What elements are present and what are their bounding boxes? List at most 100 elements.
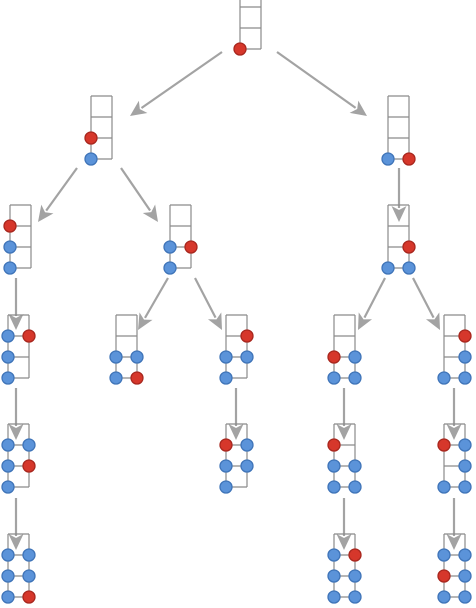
arrow-shaft [120,167,151,212]
tree-arrow [8,278,24,330]
arrow-head [207,312,222,330]
lattice-state [327,314,362,385]
arrow-head [336,424,352,440]
current-vertex [348,548,362,562]
visited-vertex [437,480,451,494]
arrow-head [38,204,54,222]
visited-vertex [130,350,144,364]
lattice-state [381,95,416,166]
tree-arrow [120,167,158,222]
visited-vertex [219,350,233,364]
tree-arrow [138,277,169,330]
arrow-head [358,312,373,330]
lattice-state [219,314,254,385]
arrow-shaft [144,277,169,319]
visited-vertex [1,438,15,452]
tree-arrow [336,498,352,550]
visited-vertex [348,480,362,494]
current-vertex [402,240,416,254]
arrow-shaft [412,277,435,319]
lattice-state [327,533,362,604]
arrow-shaft [194,277,217,319]
visited-vertex [1,590,15,604]
visited-vertex [458,459,472,473]
lattice-state [109,314,144,385]
visited-vertex [84,152,98,166]
current-vertex [84,131,98,145]
current-vertex [327,438,341,452]
lattice-state [437,314,472,385]
visited-vertex [437,371,451,385]
visited-vertex [1,480,15,494]
tree-arrow [130,51,223,116]
visited-vertex [437,590,451,604]
lattice-state [1,314,36,385]
lattice-state [219,423,254,494]
tree-arrow [228,388,244,440]
visited-vertex [327,569,341,583]
tree-arrow [8,388,24,440]
visited-vertex [402,261,416,275]
visited-vertex [458,548,472,562]
current-vertex [327,350,341,364]
lattice-state [84,95,113,166]
visited-vertex [458,590,472,604]
tree-arrow [358,277,386,330]
current-vertex [233,42,247,56]
current-vertex [3,219,17,233]
tree-edges [8,51,462,550]
visited-vertex [458,480,472,494]
visited-vertex [1,569,15,583]
visited-vertex [219,459,233,473]
lattice-state [327,423,362,494]
current-vertex [402,152,416,166]
lattice-state [1,423,36,494]
visited-vertex [219,371,233,385]
current-vertex [219,438,233,452]
visited-vertex [437,548,451,562]
tree-arrow [336,388,352,440]
visited-vertex [240,438,254,452]
visited-vertex [1,371,15,385]
visited-vertex [348,350,362,364]
arrow-head [138,312,153,330]
tree-arrow [38,167,78,222]
current-vertex [22,459,36,473]
visited-vertex [327,459,341,473]
tree-arrow [412,277,440,330]
arrow-head [391,206,407,222]
lattice-state [437,423,472,494]
visited-vertex [163,240,177,254]
arrow-head [446,424,462,440]
tree-arrow [446,498,462,550]
arrow-head [8,314,24,330]
arrow-shaft [45,167,78,212]
current-vertex [437,438,451,452]
current-vertex [130,371,144,385]
visited-vertex [1,329,15,343]
arrow-shaft [363,277,386,319]
arrow-head [8,424,24,440]
visited-vertex [348,371,362,385]
arrow-head [142,204,158,222]
lattice-state [437,533,472,604]
tree-arrow [276,51,367,116]
visited-vertex [381,152,395,166]
visited-vertex [1,548,15,562]
lattice-state [233,0,262,56]
visited-vertex [348,590,362,604]
visited-vertex [22,548,36,562]
visited-vertex [109,350,123,364]
tree-arrow [391,168,407,222]
visited-vertex [327,590,341,604]
visited-vertex [327,480,341,494]
visited-vertex [1,459,15,473]
tree-arrow [446,388,462,440]
current-vertex [184,240,198,254]
arrow-shaft [276,51,357,109]
visited-vertex [458,438,472,452]
visited-vertex [1,350,15,364]
arrow-shaft [140,51,223,109]
